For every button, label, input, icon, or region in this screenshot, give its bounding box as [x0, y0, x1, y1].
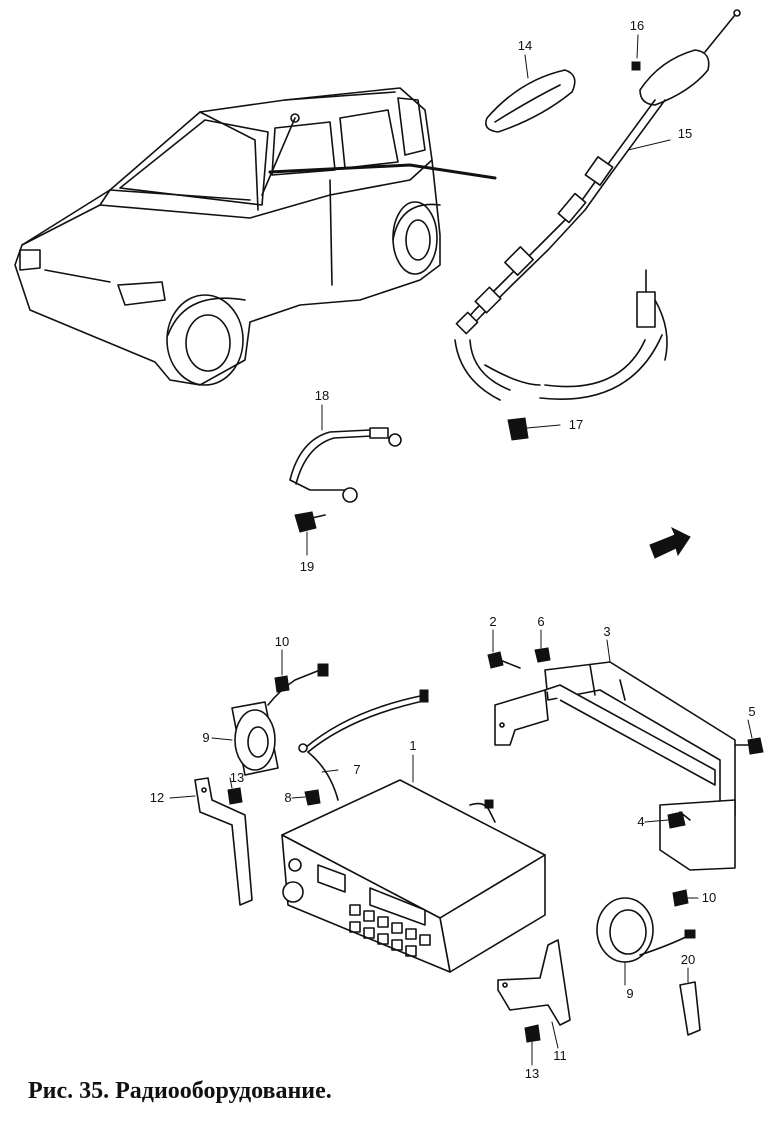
part-label-1: 1: [409, 738, 416, 753]
part-label-7: 7: [353, 762, 360, 777]
wire-harness-7: [298, 689, 429, 806]
forward-arrow-icon: [649, 526, 691, 559]
part-label-20: 20: [681, 952, 695, 967]
part-label-17: 17: [569, 417, 583, 432]
part-label-15: 15: [678, 126, 692, 141]
antenna-mount: [639, 49, 710, 106]
radio-unit: [281, 779, 546, 973]
speaker-right: [596, 889, 696, 963]
grommet-10-icon: [274, 675, 290, 693]
screw-6-icon: [534, 647, 551, 663]
antenna-plug: [636, 291, 656, 328]
part-label-4: 4: [637, 814, 644, 829]
part-label-10: 10: [275, 634, 289, 649]
part-label-8: 8: [284, 790, 291, 805]
nut-4-icon: [667, 811, 686, 829]
leader-lines: [169, 34, 753, 1066]
radio-bracket-3: [487, 647, 764, 871]
part-label-9: 9: [626, 986, 633, 1001]
part-label-14: 14: [518, 38, 532, 53]
screw-8-icon: [304, 789, 321, 806]
part-label-9: 9: [202, 730, 209, 745]
figure-caption: Рис. 35. Радиооборудование.: [28, 1078, 332, 1104]
part-label-6: 6: [537, 614, 544, 629]
part-label-5: 5: [748, 704, 755, 719]
grommet-10b-icon: [672, 889, 689, 907]
part-label-13: 13: [525, 1066, 539, 1081]
part-label-2: 2: [489, 614, 496, 629]
clip-20: [679, 981, 701, 1036]
antenna-assembly: [454, 9, 741, 441]
part-label-19: 19: [300, 559, 314, 574]
part-label-3: 3: [603, 624, 610, 639]
part-label-12: 12: [150, 790, 164, 805]
clip-17-icon: [507, 417, 529, 441]
speaker-bracket-12: [194, 777, 253, 906]
part-label-13: 13: [230, 770, 244, 785]
screw-16-icon: [631, 61, 641, 71]
bolt-19-icon: [294, 511, 317, 533]
car-illustration: [14, 87, 497, 386]
part-label-10: 10: [702, 890, 716, 905]
part-label-11: 11: [553, 1048, 567, 1063]
screw-13b-icon: [524, 1024, 541, 1043]
part-label-18: 18: [315, 388, 329, 403]
screw-13a-icon: [227, 787, 243, 805]
ground-strap: [289, 427, 402, 533]
screw-5-icon: [747, 737, 764, 755]
screw-2-icon: [487, 651, 504, 669]
speaker-left: [231, 663, 329, 776]
speaker-bracket-11: [497, 939, 571, 1043]
part-label-16: 16: [630, 18, 644, 33]
